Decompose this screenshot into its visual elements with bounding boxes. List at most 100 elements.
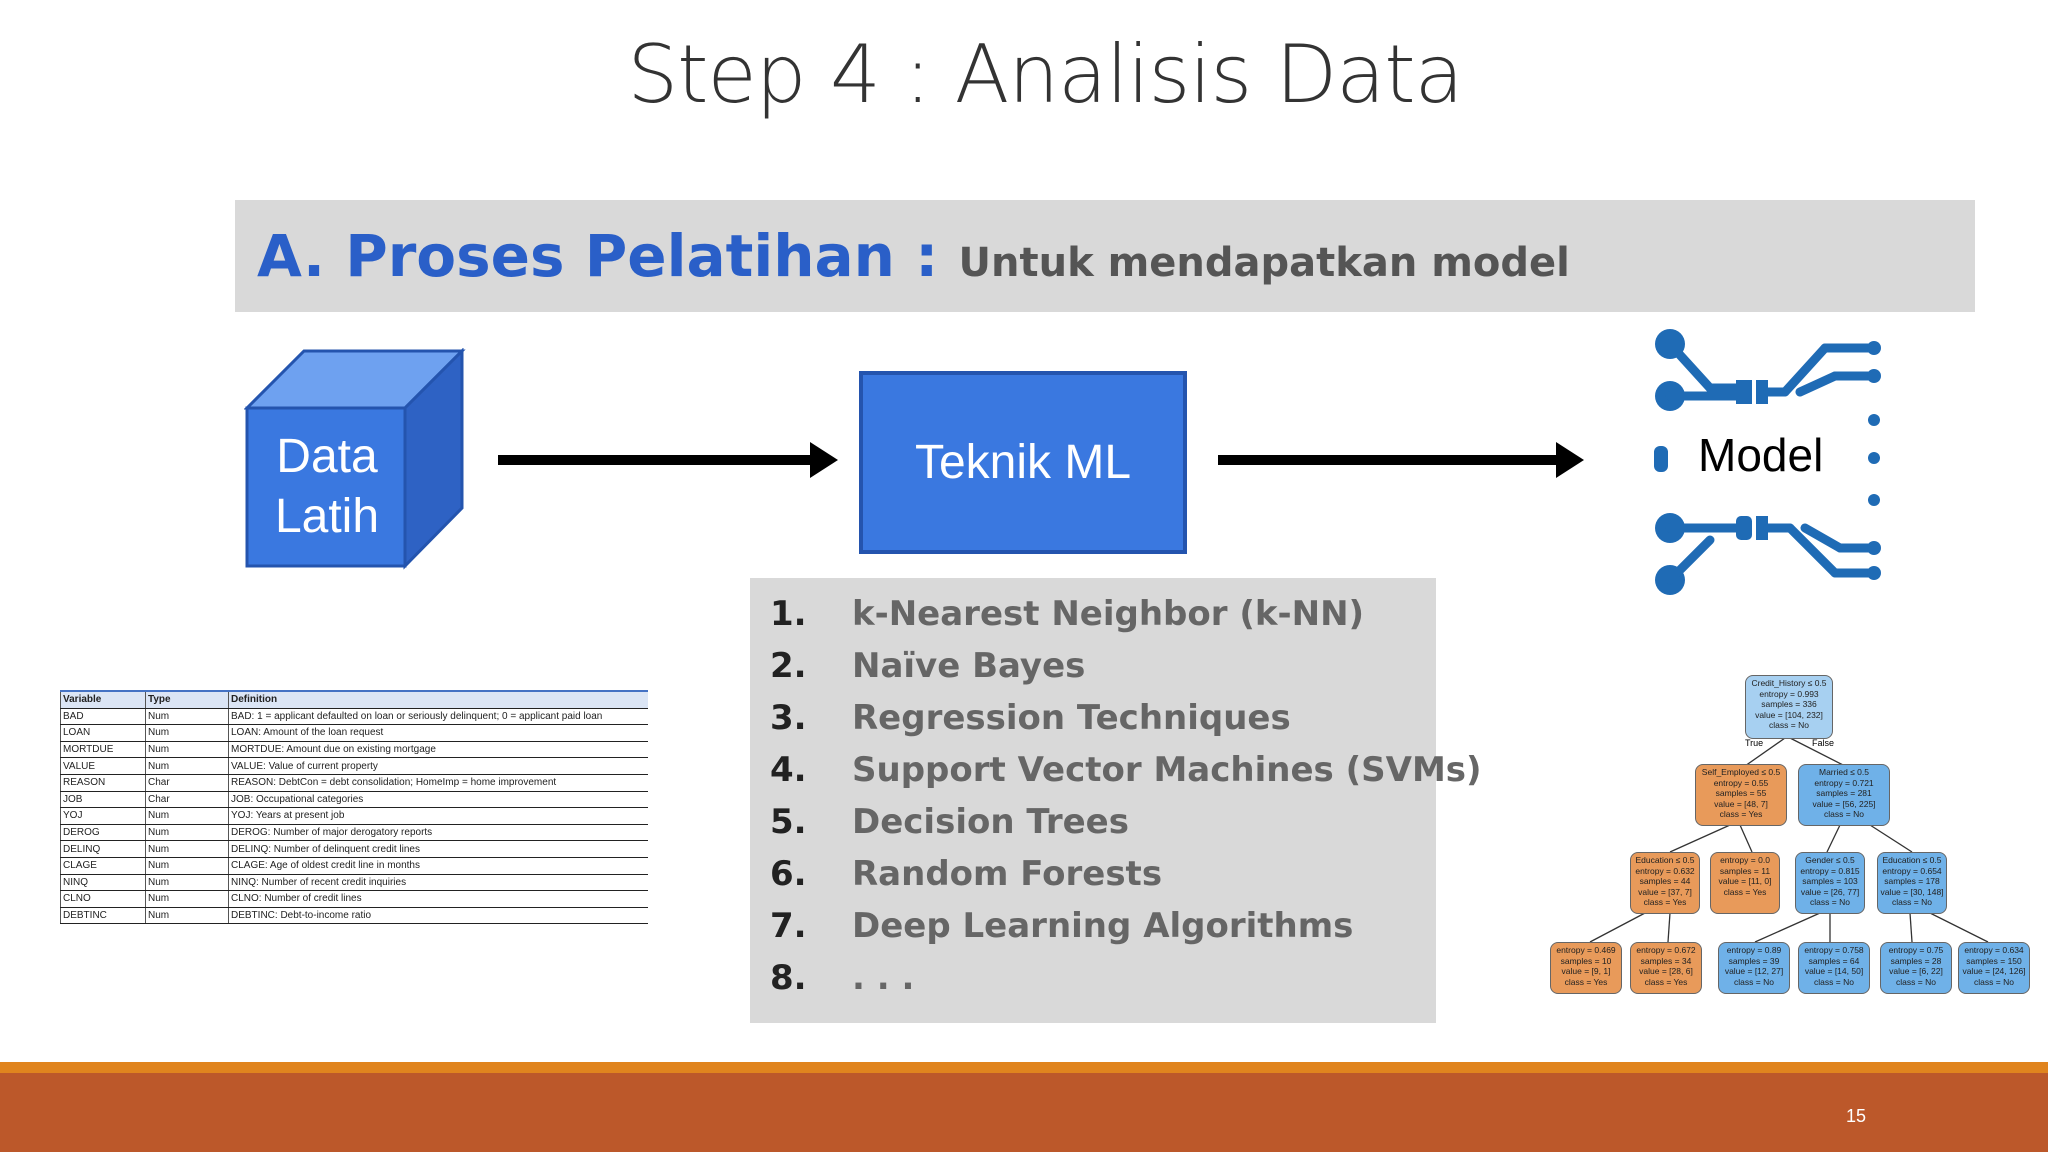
table-cell: VALUE (60, 757, 146, 775)
tree-node-line: Self_Employed ≤ 0.5 (1701, 767, 1781, 777)
list-label: Support Vector Machines (SVMs) (852, 750, 1482, 790)
tree-node-line: samples = 11 (1719, 865, 1771, 876)
arrow-line-2 (1218, 455, 1558, 465)
tree-node-line: entropy = 0.758 (1804, 945, 1864, 955)
list-label: . . . (852, 958, 915, 998)
tree-node-line: value = [11, 0] (1718, 876, 1772, 886)
tree-node-line: class = Yes (1644, 976, 1688, 987)
list-item: 4. Support Vector Machines (SVMs) (770, 750, 1482, 790)
tree-node-line: class = No (1896, 976, 1936, 987)
tree-node-line: entropy = 0.672 (1636, 945, 1696, 955)
data-label-line1: Data (276, 430, 378, 483)
model-label: Model (1698, 429, 1824, 481)
list-number: 5. (770, 802, 807, 842)
table-cell: DELINQ (60, 840, 146, 858)
tree-node-line: entropy = 0.75 (1888, 945, 1944, 955)
tree-node-line: value = [6, 22] (1889, 966, 1943, 976)
tree-node-line: entropy = 0.0 (1720, 855, 1770, 865)
tree-node-line: class = Yes (1564, 976, 1608, 987)
table-cell: LOAN: Amount of the loan request (228, 724, 648, 742)
tree-node-line: value = [30, 148] (1880, 886, 1944, 897)
table-cell: YOJ (60, 807, 146, 825)
algorithm-list: 1.k-Nearest Neighbor (k-NN) 2.Naïve Baye… (750, 578, 1482, 1023)
arrow-head-2 (1556, 442, 1584, 478)
table-cell: BAD (60, 708, 146, 726)
tree-node-line: samples = 28 (1890, 955, 1942, 966)
model-circuit-icon (1654, 329, 1881, 595)
table-cell: CLNO (60, 890, 146, 908)
list-item: 6.Random Forests (770, 854, 1162, 894)
arrow-line-1 (498, 455, 812, 465)
list-number: 6. (770, 854, 807, 894)
list-number: 3. (770, 698, 807, 738)
page-number: 15 (1845, 1106, 1866, 1126)
tree-node-line: samples = 150 (1966, 955, 2022, 966)
table-cell: MORTDUE (60, 741, 146, 759)
tree-node-line: value = [28, 6] (1639, 966, 1693, 976)
table-cell: Num (145, 708, 229, 726)
arrow-head-1 (810, 442, 838, 478)
tree-node-line: entropy = 0.632 (1635, 865, 1695, 876)
tree-node-line: class = Yes (1723, 886, 1767, 897)
list-label: Regression Techniques (852, 698, 1291, 738)
tree-node-line: Credit_History ≤ 0.5 (1751, 678, 1827, 688)
tree-node-line: value = [12, 27] (1724, 966, 1784, 976)
table-cell: Num (145, 757, 229, 775)
table-cell: REASON (60, 774, 146, 792)
list-number: 2. (770, 646, 807, 686)
tree-node-line: class = No (1974, 976, 2014, 987)
table-header-cell: Variable (60, 689, 146, 709)
table-cell: DEBTINC: Debt-to-income ratio (228, 907, 648, 925)
tree-node-line: class = Yes (1719, 809, 1763, 819)
tree-node-line: Married ≤ 0.5 (1818, 767, 1870, 777)
tree-node-line: value = [37, 7] (1638, 886, 1692, 897)
list-item: 1.k-Nearest Neighbor (k-NN) (770, 594, 1364, 634)
tree-node-line: entropy = 0.815 (1800, 865, 1860, 876)
tree-node-line: samples = 336 (1761, 699, 1817, 709)
table-cell: CLAGE: Age of oldest credit line in mont… (228, 857, 648, 875)
tree-node-line: entropy = 0.469 (1556, 945, 1616, 955)
tree-node-line: Education ≤ 0.5 (1635, 855, 1695, 865)
table-cell: DEBTINC (60, 907, 146, 925)
footer-accent-bar (0, 1062, 2048, 1073)
footer-bar (0, 1073, 2048, 1152)
list-number: 4. (770, 750, 807, 790)
tree-node-line: value = [14, 50] (1804, 966, 1864, 976)
list-label: k-Nearest Neighbor (k-NN) (852, 594, 1365, 634)
table-cell: Num (145, 840, 229, 858)
table-cell: CLNO: Number of credit lines (228, 890, 648, 908)
tree-node-line: value = [9, 1] (1561, 966, 1611, 976)
list-label: Deep Learning Algorithms (852, 906, 1354, 946)
tree-true-label: True (1745, 738, 1763, 748)
table-header-row: Variable Type Definition (60, 689, 648, 709)
tree-node-line: entropy = 0.89 (1726, 945, 1782, 955)
tree-node-line: class = No (1814, 976, 1854, 987)
table-header-cell: Definition (228, 689, 648, 709)
tree-node-line: samples = 64 (1808, 955, 1860, 966)
list-item: 8.. . . (770, 958, 914, 998)
tree-node-line: class = No (1824, 809, 1864, 819)
tree-node-line: entropy = 0.634 (1964, 945, 2024, 955)
tree-node-line: class = No (1892, 897, 1932, 907)
tree-node-line: samples = 178 (1884, 876, 1940, 886)
list-item: 3. Regression Techniques (770, 698, 1291, 738)
tree-node-line: value = [48, 7] (1714, 798, 1768, 809)
tree-node-line: samples = 10 (1560, 955, 1612, 966)
tree-node-line: samples = 281 (1816, 788, 1872, 798)
